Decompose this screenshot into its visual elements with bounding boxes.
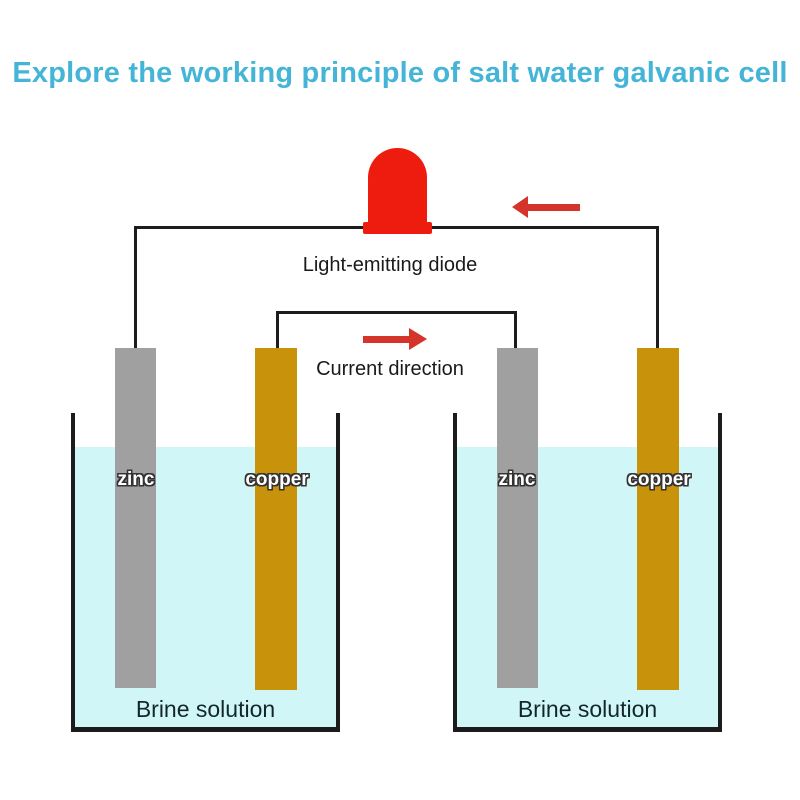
zinc-label-right: zinc — [498, 469, 536, 490]
led-icon — [368, 148, 427, 226]
page-title: Explore the working principle of salt wa… — [12, 57, 788, 89]
current-direction-label: Current direction — [316, 358, 464, 380]
copper-electrode-right — [637, 348, 679, 690]
copper-electrode-left — [255, 348, 297, 690]
wire-right-vertical — [656, 226, 659, 350]
copper-label-left: copper — [245, 469, 309, 490]
zinc-electrode-left — [115, 348, 156, 688]
brine-solution-label-left: Brine solution — [135, 696, 276, 722]
copper-label-right: copper — [627, 469, 691, 490]
current-arrow-left-icon — [512, 196, 528, 218]
wire-left-vertical — [134, 226, 137, 350]
zinc-label-left: zinc — [117, 469, 155, 490]
current-arrow-right-icon — [409, 328, 427, 350]
beaker-left — [71, 413, 340, 732]
led-label: Light-emitting diode — [302, 254, 478, 276]
current-arrow-right-tail — [363, 336, 409, 343]
wire-mid-horizontal — [276, 311, 517, 314]
zinc-electrode-right — [497, 348, 538, 688]
wire-mid-right-vertical — [514, 311, 517, 350]
brine-solution-label-right: Brine solution — [517, 696, 658, 722]
beaker-right — [453, 413, 722, 732]
current-arrow-left-tail — [528, 204, 580, 211]
led-base — [363, 222, 432, 234]
wire-mid-left-vertical — [276, 311, 279, 350]
